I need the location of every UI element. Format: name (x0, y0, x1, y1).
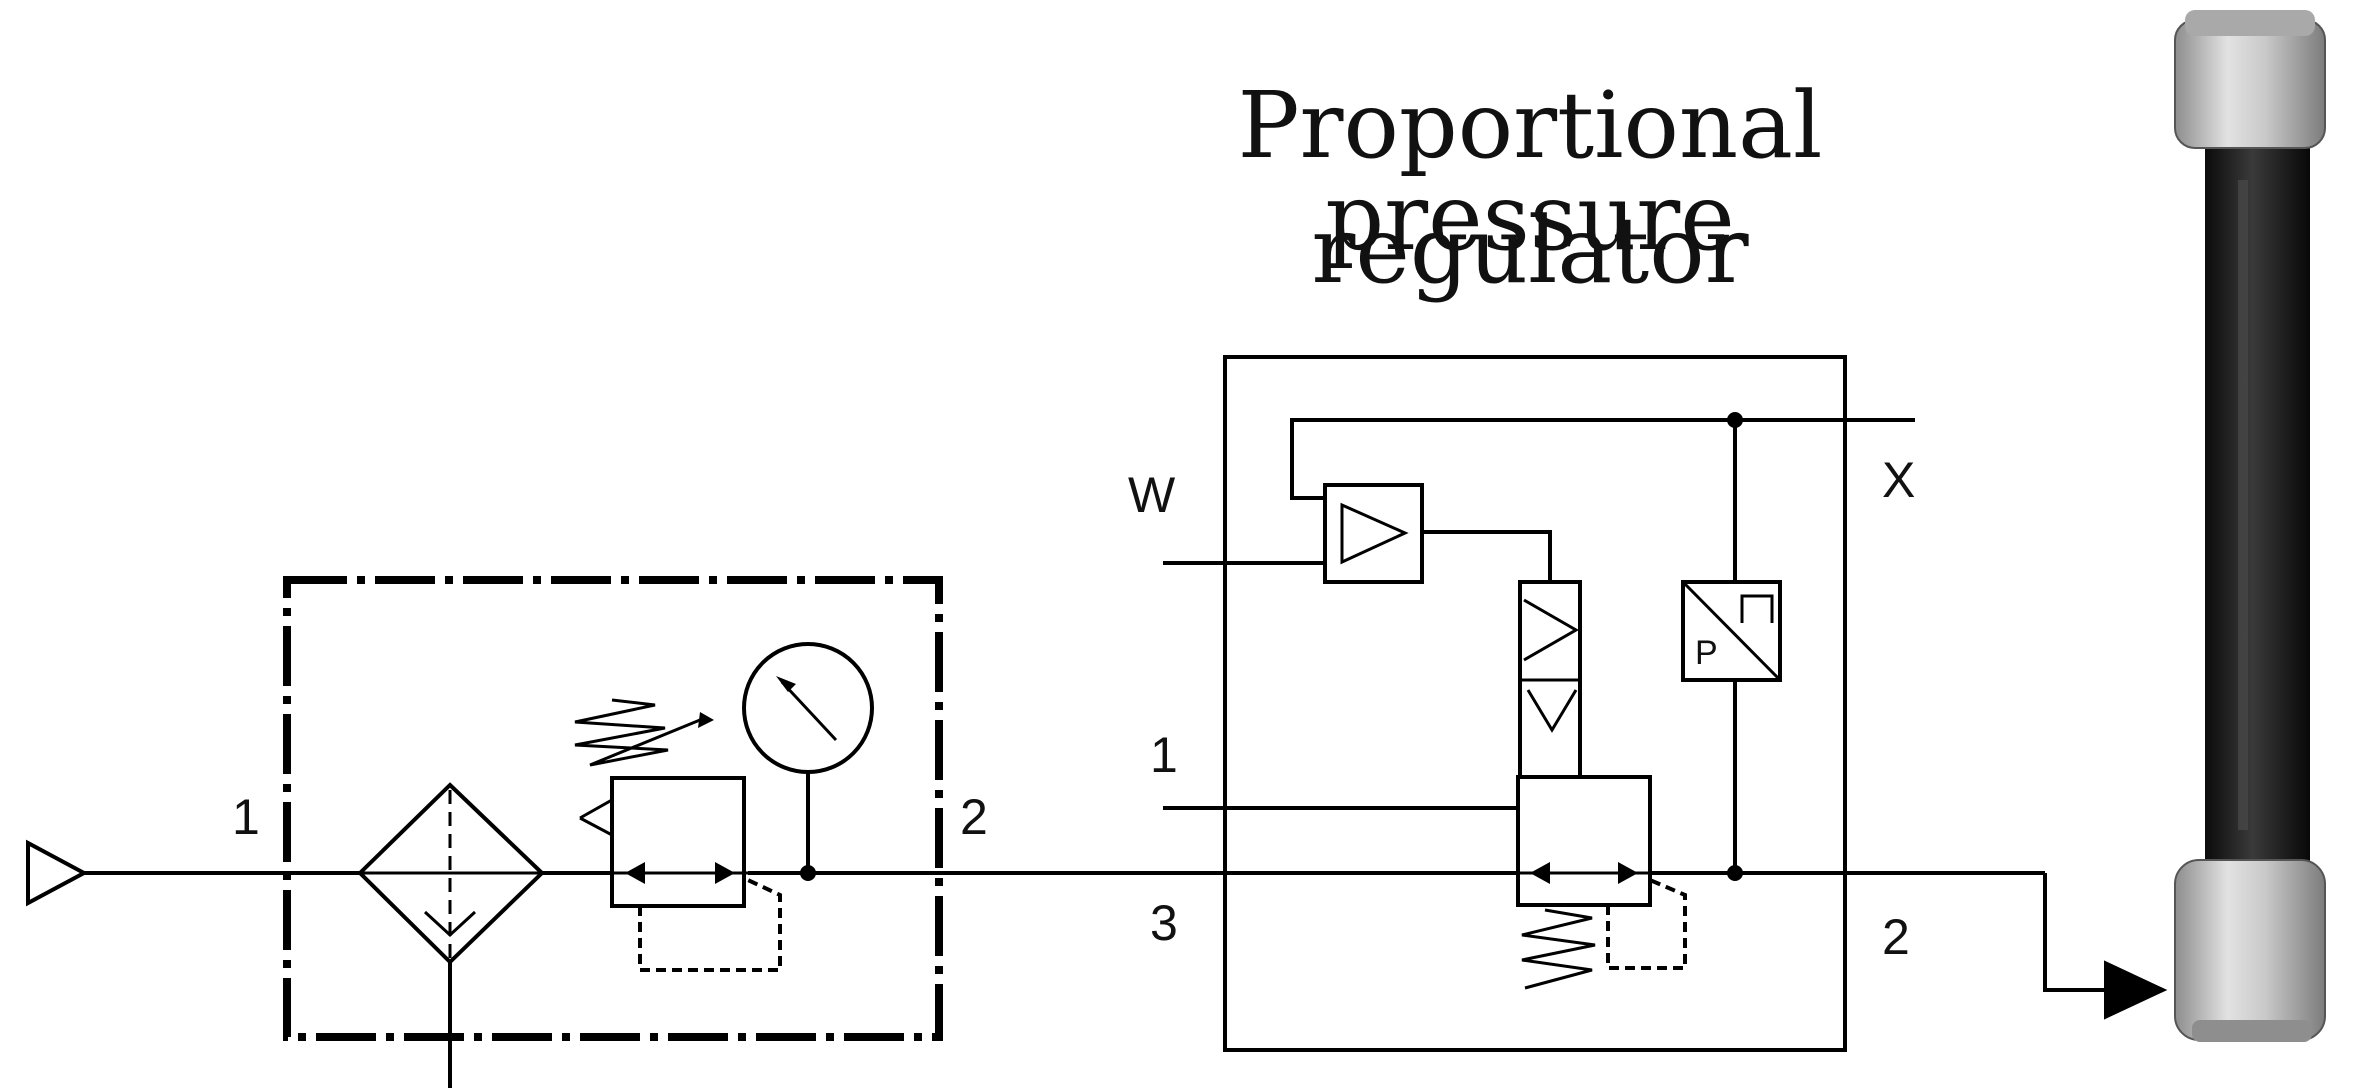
supply-source-symbol (26, 839, 89, 907)
frl-port-1-label: 1 (232, 789, 260, 845)
frl-unit-boundary (283, 576, 943, 1041)
cylinder-image (2174, 10, 2326, 1042)
output-line-to-cylinder (2043, 873, 2115, 992)
regulator-port-w-label: W (1128, 467, 1176, 523)
frl-port-2-label: 2 (960, 789, 988, 845)
feedback-line (1290, 418, 1915, 500)
pressure-gauge-icon (742, 642, 874, 881)
pressure-sensor-symbol (1681, 580, 1782, 682)
proportional-valve-symbol (1516, 775, 1687, 990)
amplifier-output-line (1422, 530, 1552, 582)
frl-regulator-valve (574, 698, 782, 972)
diagram-title-line-1: Proportional pressure (1237, 72, 1823, 271)
diagram-title-line-2: regulator (1311, 197, 1749, 304)
sensor-p-label: P (1695, 634, 1718, 672)
junction-dot (1727, 865, 1743, 881)
regulator-port-2-label: 2 (1882, 909, 1910, 965)
proportional-regulator-boundary (1223, 355, 1847, 1052)
filter-symbol (357, 782, 545, 1088)
junction-dot (1727, 412, 1743, 428)
regulator-port-1-label: 1 (1150, 727, 1178, 783)
amplifier-symbol (1323, 483, 1424, 584)
proportional-solenoid-symbol (1518, 580, 1582, 779)
output-arrow-filled (2104, 960, 2168, 1020)
regulator-port-3-label: 3 (1150, 895, 1178, 951)
regulator-port-x-label: X (1882, 452, 1916, 508)
